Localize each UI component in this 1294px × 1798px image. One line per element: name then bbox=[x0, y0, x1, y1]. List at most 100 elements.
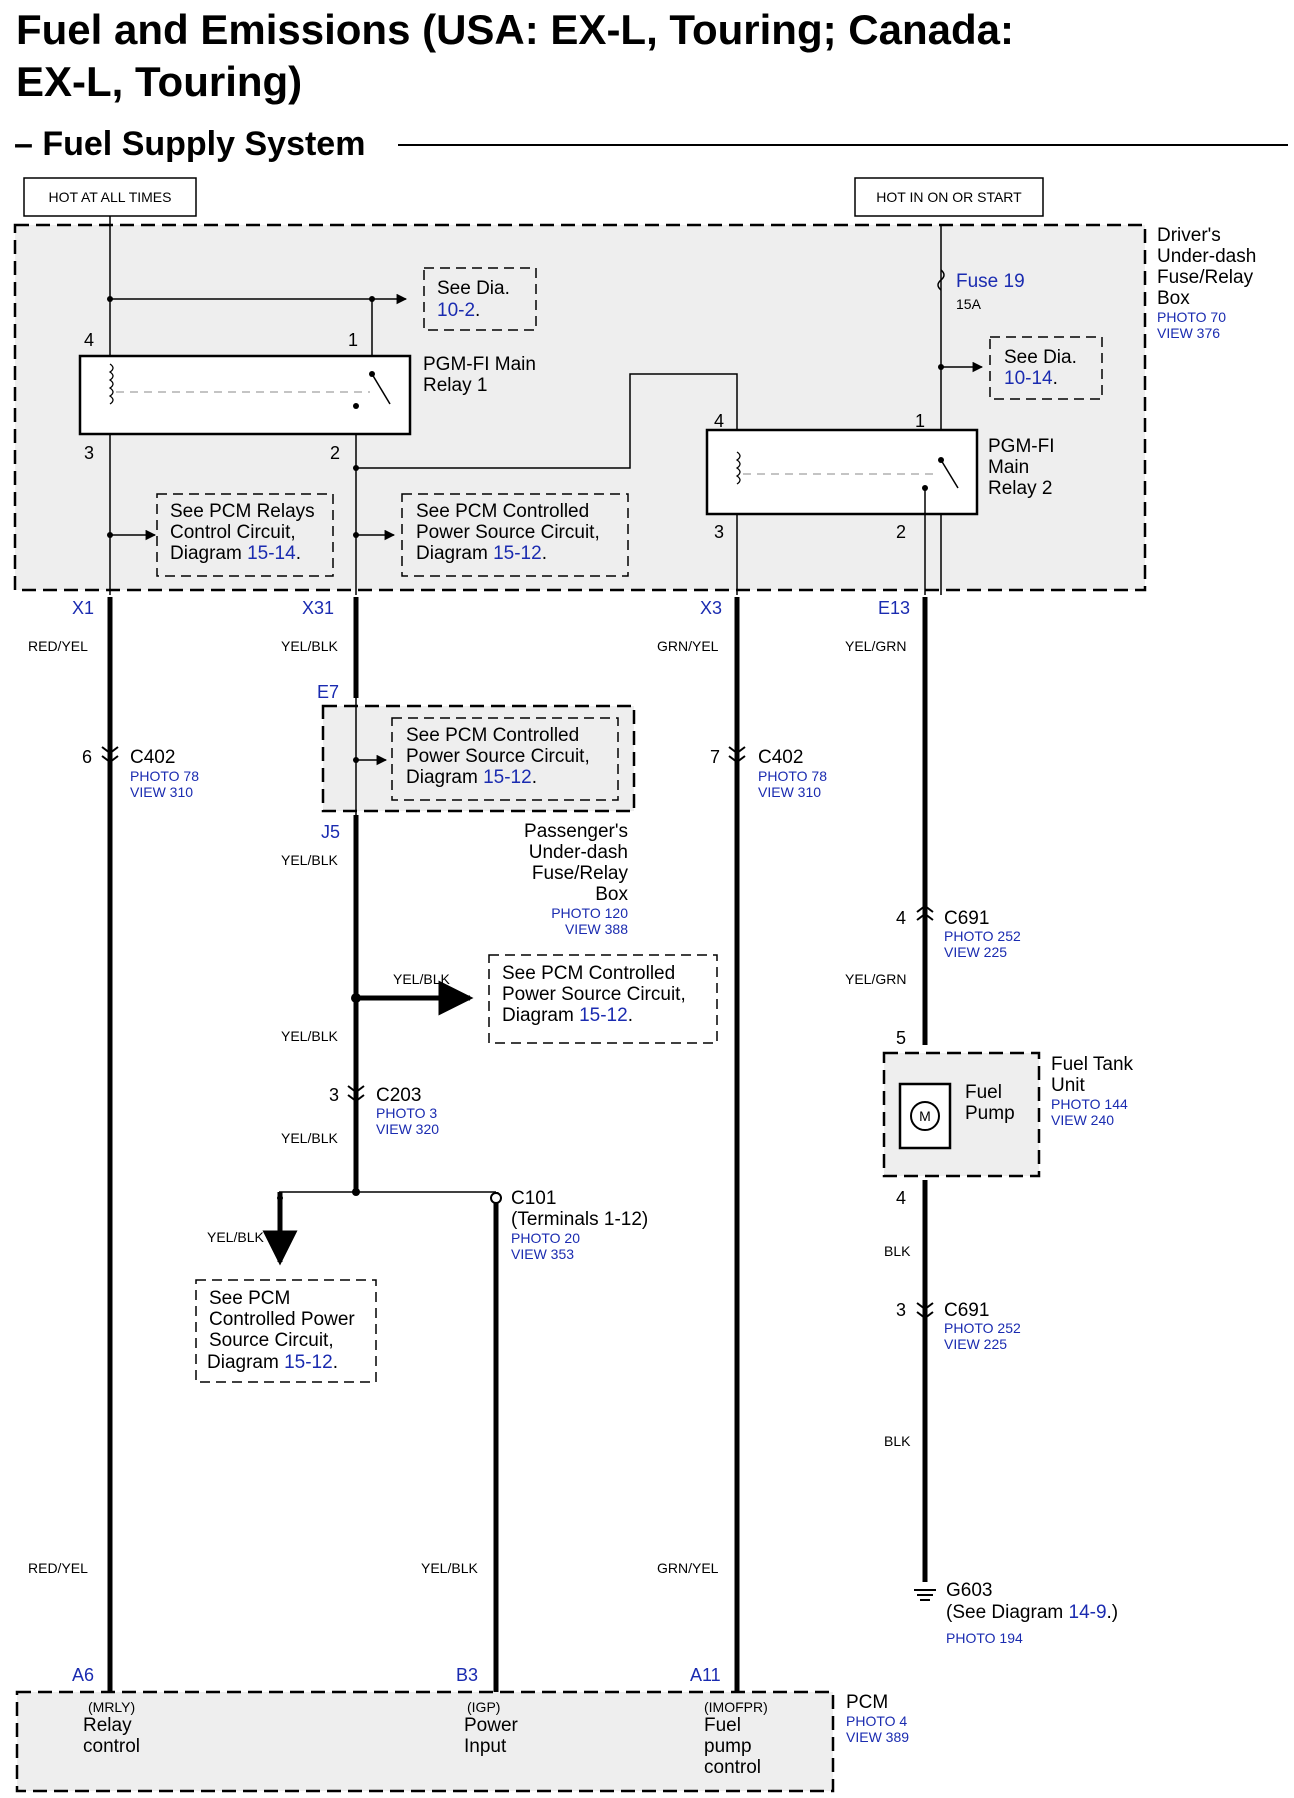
relay2-pin-4: 4 bbox=[714, 411, 724, 431]
fuel-pump-label-2: Pump bbox=[965, 1103, 1015, 1124]
wire-color-yel-grn-top: YEL/GRN bbox=[845, 638, 906, 654]
fuel-tank-unit-label-2: Unit bbox=[1051, 1075, 1086, 1096]
c203-photo: PHOTO 3 bbox=[376, 1105, 437, 1121]
terminal-j5: J5 bbox=[321, 822, 340, 842]
fuse-19-rating: 15A bbox=[956, 296, 982, 312]
junction-dot bbox=[107, 532, 113, 538]
passengers-box-label-1: Passenger's bbox=[524, 821, 628, 842]
pcm-view: VIEW 389 bbox=[846, 1729, 909, 1745]
splice-dot bbox=[352, 1188, 360, 1196]
junction-dot bbox=[353, 757, 359, 763]
c101-pin bbox=[490, 1192, 502, 1204]
relay1-pin-3: 3 bbox=[84, 443, 94, 463]
c101-view: VIEW 353 bbox=[511, 1246, 574, 1262]
relay2-switch bbox=[940, 459, 959, 489]
see-relays-control-3: Diagram 15-14. bbox=[170, 543, 301, 564]
pcm-a6-line2: control bbox=[83, 1736, 140, 1757]
fuel-pump-motor-icon bbox=[910, 1101, 940, 1131]
pcm-a11-line3: control bbox=[704, 1757, 761, 1778]
relay1-coil bbox=[108, 363, 114, 405]
drivers-box-photo: PHOTO 70 bbox=[1157, 309, 1226, 325]
see-dia-10-14-ref: 10-14 bbox=[1004, 368, 1053, 389]
see-dia-10-14-ref-line: 10-14. bbox=[1004, 368, 1058, 389]
junction-dot bbox=[353, 465, 359, 471]
relay1-switch bbox=[371, 373, 391, 405]
fuel-tank-unit-view: VIEW 240 bbox=[1051, 1112, 1114, 1128]
see-controlled-d-ref: 15-12 bbox=[284, 1352, 333, 1373]
c691a-pin: 4 bbox=[896, 908, 906, 928]
c203-view: VIEW 320 bbox=[376, 1121, 439, 1137]
relay1-to-relay2-wire bbox=[356, 373, 738, 469]
relay2-coil bbox=[735, 451, 741, 485]
c691b-view: VIEW 225 bbox=[944, 1336, 1007, 1352]
junction-dot bbox=[938, 364, 944, 370]
passengers-box-photo: PHOTO 120 bbox=[551, 905, 628, 921]
terminal-e13: E13 bbox=[878, 598, 910, 618]
c203-name: C203 bbox=[376, 1085, 421, 1106]
terminal-a6: A6 bbox=[72, 1665, 94, 1685]
c101-photo: PHOTO 20 bbox=[511, 1230, 580, 1246]
fuel-tank-unit-photo: PHOTO 144 bbox=[1051, 1096, 1128, 1112]
c691-chevron bbox=[916, 1302, 934, 1320]
c402-pin-6: 6 bbox=[82, 747, 92, 767]
passengers-fuse-box bbox=[321, 704, 636, 813]
see-controlled-c-1: See PCM Controlled bbox=[502, 963, 675, 984]
see-controlled-b-1: See PCM Controlled bbox=[406, 725, 579, 746]
pcm-b3-line2: Input bbox=[464, 1736, 507, 1757]
c203-pin: 3 bbox=[329, 1085, 339, 1105]
hot-at-all-times-label: HOT AT ALL TIMES bbox=[49, 189, 172, 205]
fuel-tank-unit-label-1: Fuel Tank bbox=[1051, 1054, 1134, 1075]
c101-sub: (Terminals 1-12) bbox=[511, 1209, 648, 1230]
see-controlled-a-2: Power Source Circuit, bbox=[416, 522, 600, 543]
relay1-pin-4: 4 bbox=[84, 330, 94, 350]
see-controlled-c-box bbox=[488, 954, 718, 1044]
wire-color-grn-yel-top: GRN/YEL bbox=[657, 638, 719, 654]
see-dia-10-14-box bbox=[989, 336, 1103, 400]
see-controlled-b-box bbox=[391, 717, 619, 801]
relay1-name-1: PGM-FI Main bbox=[423, 354, 536, 375]
relay2-body bbox=[705, 428, 979, 516]
fuse-19-symbol bbox=[937, 269, 945, 291]
wire-color-yel-blk-6: YEL/BLK bbox=[207, 1229, 264, 1245]
pcm-b3-line1: Power bbox=[464, 1715, 519, 1736]
see-controlled-a-box bbox=[401, 493, 629, 577]
see-controlled-a-3: Diagram 15-12. bbox=[416, 543, 547, 564]
see-relays-control-2: Control Circuit, bbox=[170, 522, 296, 543]
relay1-pin-2: 2 bbox=[330, 443, 340, 463]
pcm-b3-code: (IGP) bbox=[467, 1699, 500, 1715]
wire-color-yel-blk-5: YEL/BLK bbox=[281, 1130, 338, 1146]
c402-right-name: C402 bbox=[758, 747, 803, 768]
section-title: – Fuel Supply System bbox=[14, 125, 365, 163]
fuel-pump-label-1: Fuel bbox=[965, 1082, 1002, 1103]
drivers-box-label-1: Driver's bbox=[1157, 225, 1221, 246]
terminal-e7: E7 bbox=[317, 682, 339, 702]
wire-color-yel-blk-3: YEL/BLK bbox=[393, 971, 450, 987]
wire-color-red-yel-bottom: RED/YEL bbox=[28, 1560, 88, 1576]
terminal-b3: B3 bbox=[456, 1665, 478, 1685]
c402-left-photo: PHOTO 78 bbox=[130, 768, 199, 784]
relay2-name-3: Relay 2 bbox=[988, 478, 1052, 499]
see-controlled-d-1: See PCM bbox=[209, 1288, 290, 1309]
pcm-a6-code: (MRLY) bbox=[88, 1699, 135, 1715]
page-title-line1: Fuel and Emissions (USA: EX-L, Touring; … bbox=[16, 6, 1014, 53]
junction-dot bbox=[353, 532, 359, 538]
see-dia-10-14-line1: See Dia. bbox=[1004, 347, 1077, 368]
relay1-contact bbox=[369, 371, 375, 377]
drivers-box-label-3: Fuse/Relay bbox=[1157, 267, 1254, 288]
c691a-name: C691 bbox=[944, 908, 989, 929]
pcm-a6-line1: Relay bbox=[83, 1715, 132, 1736]
ground-name: G603 bbox=[946, 1580, 992, 1601]
passengers-box-label-3: Fuse/Relay bbox=[532, 863, 629, 884]
relay1-name-2: Relay 1 bbox=[423, 375, 487, 396]
c691a-view: VIEW 225 bbox=[944, 944, 1007, 960]
see-controlled-b-2: Power Source Circuit, bbox=[406, 746, 590, 767]
wire-color-blk-2: BLK bbox=[884, 1433, 911, 1449]
passengers-box-view: VIEW 388 bbox=[565, 921, 628, 937]
see-controlled-d-3: Source Circuit, bbox=[209, 1330, 334, 1351]
junction-dot bbox=[107, 296, 113, 302]
wire-color-grn-yel-bottom: GRN/YEL bbox=[657, 1560, 719, 1576]
c402-chevron bbox=[728, 746, 746, 764]
see-controlled-c-ref: 15-12 bbox=[579, 1005, 628, 1026]
see-controlled-d-box bbox=[195, 1279, 377, 1383]
drivers-box-view: VIEW 376 bbox=[1157, 325, 1220, 341]
